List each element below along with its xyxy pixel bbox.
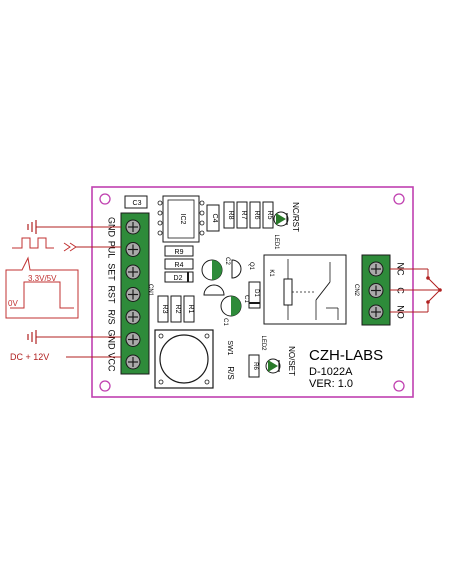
version-label: VER: 1.0 (309, 378, 353, 390)
c3-label: C3 (133, 200, 142, 207)
k1-label: K1 (268, 269, 274, 277)
left-pin-label-set: SET (107, 263, 117, 281)
signal-low-label: 0V (8, 299, 18, 308)
d1-label: D1 (253, 289, 259, 297)
r6-lower-resistor: R6 (248, 354, 260, 378)
r7-label: R7 (240, 211, 247, 220)
right-terminal-screw (368, 261, 384, 277)
left-terminal-screw (125, 309, 141, 325)
c4-capacitor: C4 (206, 204, 220, 232)
left-terminal-screw (125, 332, 141, 347)
ic2-pin (199, 230, 205, 236)
q2-transistor (203, 284, 225, 296)
c3-capacitor: C3 (124, 195, 148, 209)
r4-label: R4 (175, 262, 184, 269)
led1: LED1 (273, 211, 289, 250)
right-terminal-screw (368, 283, 384, 298)
no-set-label: NO/SET (287, 346, 296, 376)
brand-name: CZH-LABS (309, 347, 383, 364)
right-pin-label-c: C (396, 287, 406, 294)
power-label: DC + 12V (10, 352, 49, 362)
d2-label: D2 (174, 275, 183, 282)
sw1-label: SW1 (226, 340, 233, 355)
r6-label: R6 (253, 211, 260, 220)
cn2-label: CN2 (353, 284, 359, 297)
r3-label: R3 (161, 305, 168, 314)
mounting-hole-top-left (99, 193, 111, 205)
ic2-pin (157, 220, 163, 226)
c4-label: C4 (211, 214, 218, 223)
r5-label: R5 (266, 211, 273, 220)
r8-resistor: R8 (223, 201, 235, 229)
r2-label: R2 (174, 305, 181, 314)
led1-label: LED1 (273, 234, 279, 250)
left-terminal-screw (125, 287, 141, 302)
ic2-chip: IC2 (157, 195, 205, 243)
r6-lower-label: R6 (252, 362, 258, 370)
r9-label: R9 (175, 249, 184, 256)
r1-resistor: R1 (183, 295, 195, 323)
mounting-hole-top-right (393, 193, 405, 205)
left-terminal-screw (125, 242, 141, 257)
left-pin-label-vcc: VCC (107, 352, 117, 372)
c1-right-label: C1 (243, 295, 249, 303)
c2-label: C2 (224, 257, 230, 265)
ic2-pin (199, 220, 205, 226)
c2-capacitor: C2 (201, 257, 230, 281)
left-pin-label-gnd: GND (107, 330, 117, 351)
mounting-hole-bottom-left (99, 380, 111, 392)
relay-output-wiring (390, 268, 442, 313)
r6-resistor: R6 (249, 201, 261, 229)
c1-capacitor: C1 (220, 295, 249, 317)
right-terminal-screw (368, 304, 384, 320)
q1-transistor: Q1 (231, 259, 254, 279)
d1-diode: D1 (248, 281, 261, 309)
r4-resistor: R4 (164, 258, 194, 270)
d2-diode: D2 (164, 271, 194, 283)
c1-left-label: C1 (222, 318, 228, 326)
nc-rst-label: NC/RST (291, 202, 300, 232)
left-terminal-screw (125, 354, 141, 370)
ic2-pin (199, 210, 205, 216)
left-pin-label-rst: RST (107, 286, 117, 305)
left-pin-label-rs: R/S (107, 309, 117, 324)
ic2-pin (157, 210, 163, 216)
ic2-pin (199, 200, 205, 206)
left-pin-label-pul: PUL (107, 241, 117, 259)
r5-resistor: R5 (262, 201, 274, 229)
model-number: D-1022A (309, 366, 353, 378)
cn1-label: CN1 (147, 284, 153, 297)
gnd-wire-bottom (27, 330, 121, 344)
relay-k1: K1 (263, 254, 347, 325)
signal-high-label: 3.3V/5V (28, 274, 57, 283)
mounting-hole-bottom-right (393, 380, 405, 392)
ic2-pin (157, 230, 163, 236)
left-terminal-screw (125, 264, 141, 280)
pulse-signal-input (12, 237, 121, 252)
q1-label: Q1 (248, 262, 254, 271)
r9-resistor: R9 (164, 245, 194, 257)
sw1-pushbutton: SW1 R/S (154, 329, 235, 389)
signal-level-callout: 3.3V/5V 0V (5, 256, 79, 319)
led2: LED2 (260, 335, 281, 374)
r8-label: R8 (227, 211, 234, 220)
rs-switch-label: R/S (226, 366, 235, 379)
r2-resistor: R2 (170, 295, 182, 323)
led2-label: LED2 (260, 335, 266, 351)
power-input-wire: DC + 12V (10, 352, 121, 362)
left-terminal-screw (125, 219, 141, 235)
r7-resistor: R7 (236, 201, 248, 229)
right-terminal-block: NCCNO (361, 254, 406, 326)
ic2-pin (157, 200, 163, 206)
gnd-wire-top (27, 220, 121, 234)
r1-label: R1 (187, 305, 194, 314)
ic2-label: IC2 (179, 214, 186, 225)
r3-resistor: R3 (157, 295, 169, 323)
